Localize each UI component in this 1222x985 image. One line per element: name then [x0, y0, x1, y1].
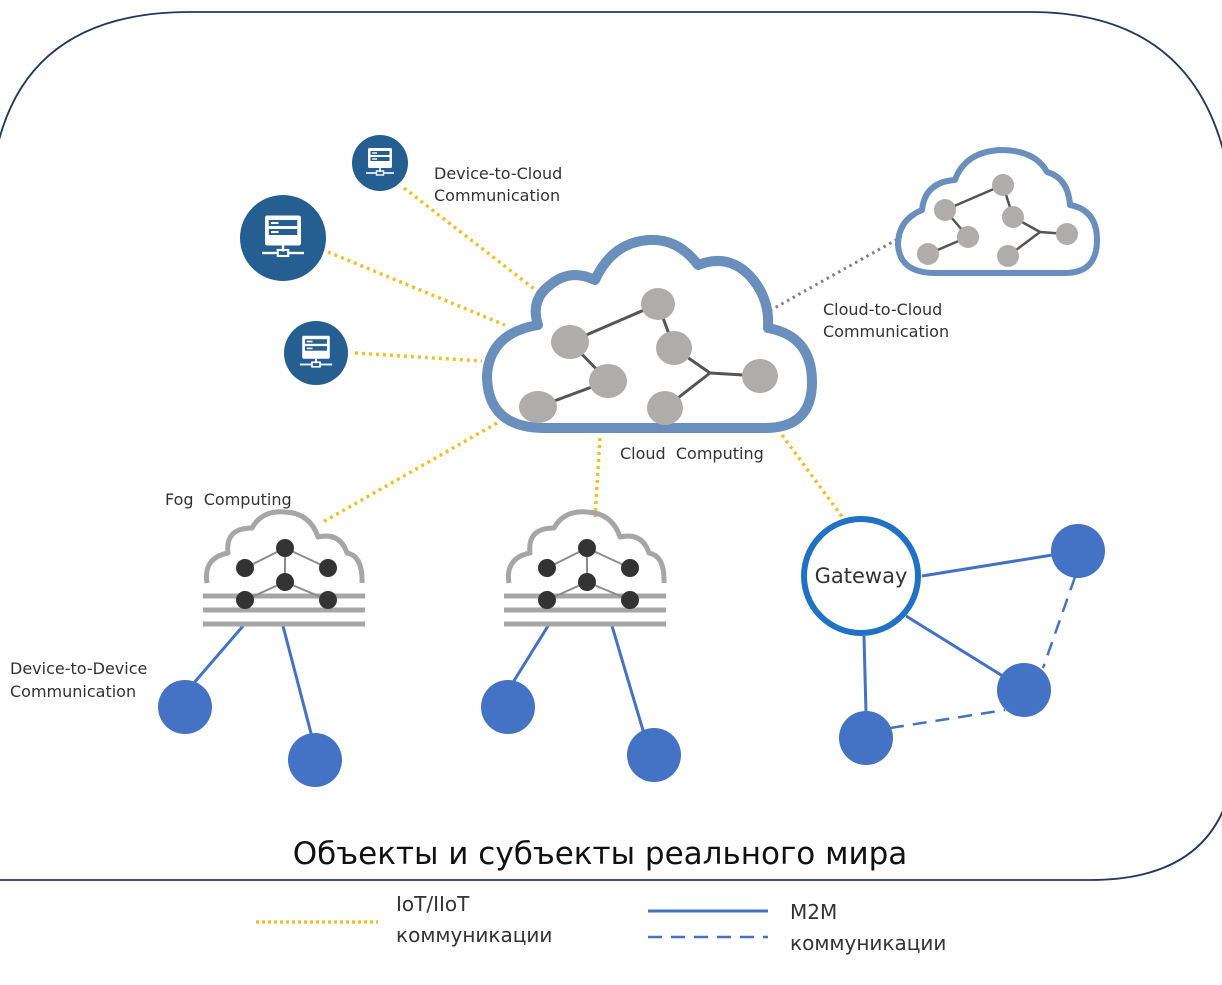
- legend-iot-label: IoT/IIoT коммуникации: [396, 892, 552, 947]
- legend-iot-line1: IoT/IIoT: [396, 892, 470, 916]
- device-node: [997, 663, 1051, 717]
- server-icon: [240, 195, 326, 281]
- real-world-label: Объекты и субъекты реального мира: [293, 836, 908, 872]
- iot-link-gateway: [780, 433, 848, 524]
- device-to-device-label-line1: Device-to-Device: [10, 659, 147, 678]
- device-to-device-label: Device-to-Device Communication: [10, 659, 152, 701]
- device-to-cloud-label-line2: Communication: [434, 186, 560, 205]
- server-icon: [352, 135, 408, 191]
- legend-m2m-line1: M2M: [790, 900, 837, 924]
- iot-link-device-top: [402, 186, 544, 297]
- iot-link-fog-left: [322, 421, 498, 524]
- cloud-to-cloud-label-line2: Communication: [823, 322, 949, 341]
- iot-link-device-low: [354, 351, 483, 363]
- iot-link-device-mid: [327, 250, 506, 327]
- fog-cloud-icon: [203, 509, 365, 627]
- cloud-to-cloud-label-line1: Cloud-to-Cloud: [823, 300, 942, 319]
- cloud-computing-label: Cloud Computing: [620, 444, 764, 463]
- device-node: [481, 680, 535, 734]
- server-icon: [284, 321, 348, 385]
- legend-m2m-label: M2M коммуникации: [790, 900, 946, 955]
- device-nodes: [158, 524, 1105, 787]
- iot-links: [322, 186, 848, 524]
- real-world-frame: [0, 11, 1222, 881]
- gateway-node: [801, 516, 921, 636]
- gateway-label: Gateway: [815, 564, 908, 588]
- legend: IoT/IIoT коммуникации M2M коммуникации: [256, 892, 946, 955]
- device-to-cloud-label: Device-to-Cloud Communication: [434, 164, 567, 205]
- cloud-computing-icon: [482, 234, 817, 433]
- cloud-to-cloud-label: Cloud-to-Cloud Communication: [823, 300, 949, 341]
- cloud-icon: [895, 147, 1100, 276]
- device-node: [1051, 524, 1105, 578]
- fog-computing-label: Fog Computing: [165, 490, 292, 509]
- m2m-dashed-links: [889, 576, 1077, 730]
- device-node: [839, 711, 893, 765]
- device-to-cloud-label-line1: Device-to-Cloud: [434, 164, 562, 183]
- fog-cloud-icon: [504, 509, 667, 627]
- device-to-device-label-line2: Communication: [10, 682, 136, 701]
- legend-iot-line2: коммуникации: [396, 923, 552, 947]
- cloud-to-cloud-link: [752, 238, 897, 322]
- m2m-links: [191, 549, 1078, 738]
- device-node: [627, 728, 681, 782]
- legend-m2m-line2: коммуникации: [790, 931, 946, 955]
- device-node: [158, 680, 212, 734]
- device-node: [288, 733, 342, 787]
- iot-link-fog-center: [593, 437, 602, 518]
